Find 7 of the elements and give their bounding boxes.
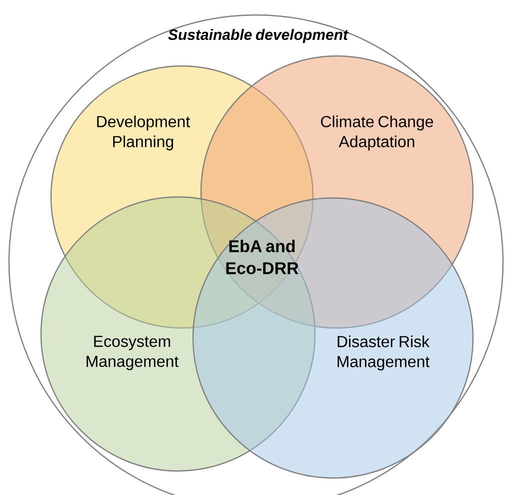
circle-label: Development Planning (97, 116, 190, 150)
heading: Sustainable development (168, 29, 349, 43)
overlap-label: EbA and Eco-DRR (226, 240, 298, 274)
circle-label: Ecosystem Management (86, 336, 179, 370)
circle-label: Climate Change Adaptation (321, 116, 434, 150)
circle-label: Disaster Risk Management (338, 336, 430, 370)
circle (192, 197, 474, 479)
